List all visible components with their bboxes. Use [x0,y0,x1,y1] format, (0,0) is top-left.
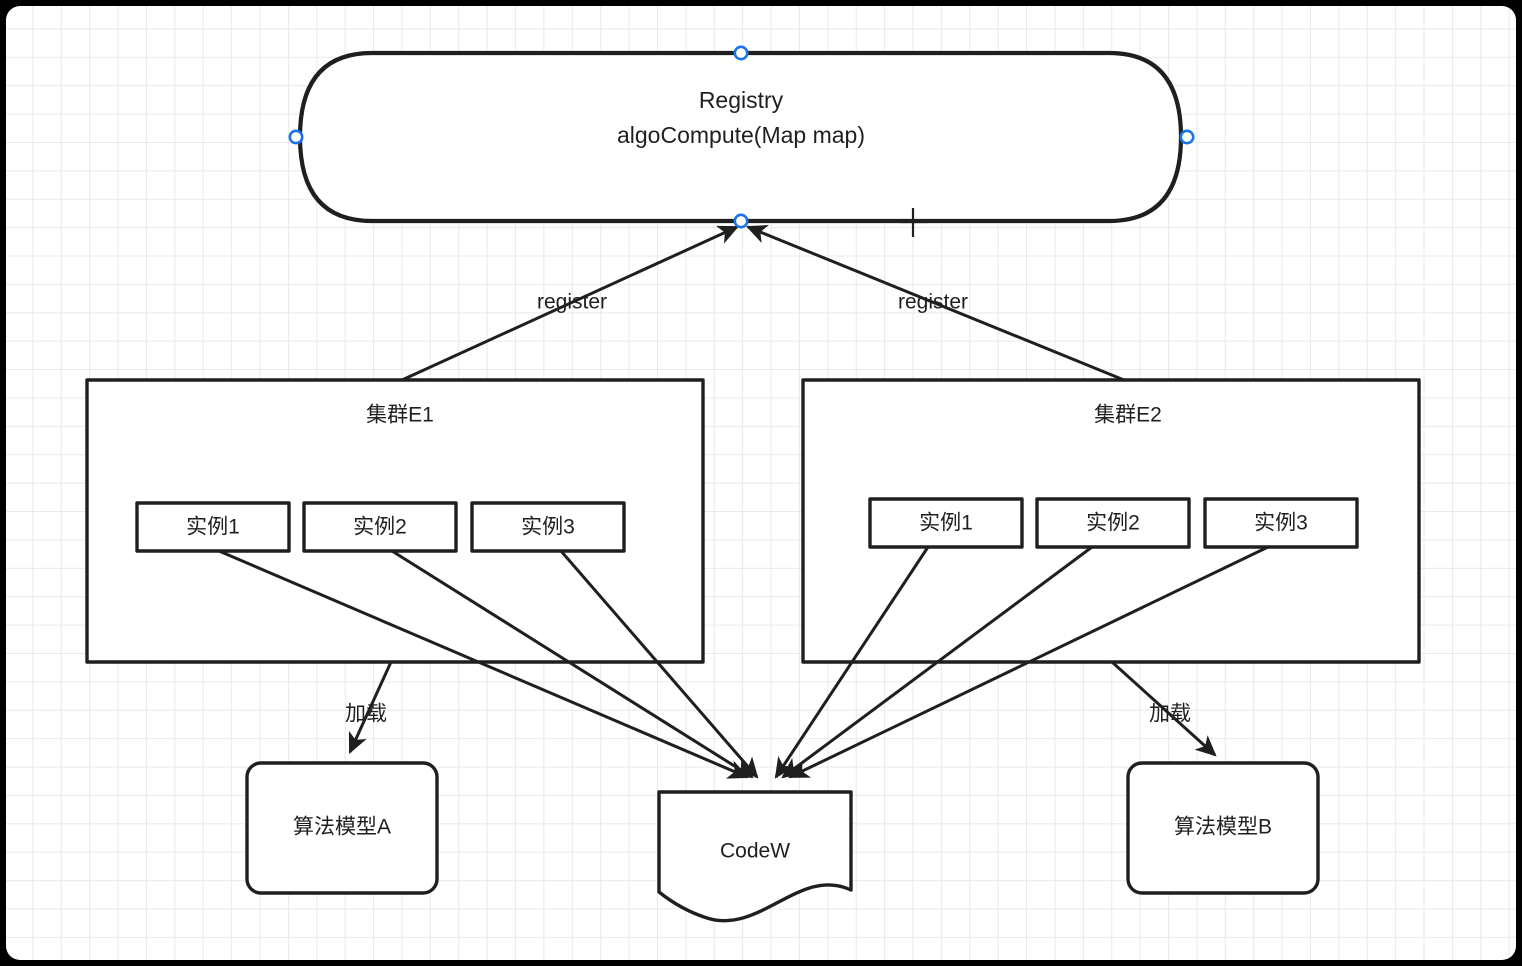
edge-e2-instance-1-to-codew[interactable] [774,546,930,779]
cluster-e2-instance-2-label: 实例2 [1086,512,1140,535]
model-a-label: 算法模型A [293,816,391,839]
node-cluster-e1-instance-2[interactable]: 实例2 [302,501,458,553]
node-cluster-e2-instance-3[interactable]: 实例3 [1203,497,1359,549]
node-cluster-e1-instance-1[interactable]: 实例1 [135,501,291,553]
edge-e2-register[interactable] [745,225,1125,382]
node-codew[interactable]: CodeW [657,790,853,923]
edge-e1-instance-3-to-codew[interactable] [559,550,759,779]
registry-title: Registry [699,87,784,113]
cluster-e1-instance-1-label: 实例1 [186,516,240,539]
edge-e1-load[interactable]: 加载 [345,661,393,754]
cluster-e2-label: 集群E2 [1094,404,1162,427]
cluster-e1-instance-2-label: 实例2 [353,516,407,539]
edge-e1-instance-1-to-codew[interactable] [218,549,749,779]
edge-e1-instance-2-to-codew[interactable] [391,549,754,779]
edge-e2-load[interactable]: 加载 [1110,660,1217,757]
edge-e1-register[interactable] [401,225,739,382]
registry-handle-top-icon[interactable] [733,45,749,61]
edge-e2-instance-3-to-codew[interactable] [788,545,1269,779]
edge-e2-instance-2-to-codew[interactable] [781,545,1093,779]
codew-label: CodeW [720,840,790,863]
registry-signature: algoCompute(Map map) [617,122,865,148]
node-cluster-e1-instance-3[interactable]: 实例3 [470,501,626,553]
cluster-e1-instance-3-label: 实例3 [521,516,575,539]
cluster-e2-instance-1-label: 实例1 [919,512,973,535]
node-model-a[interactable]: 算法模型A [245,761,439,895]
crosshair-cursor-icon [899,208,928,237]
registry-handle-right-icon[interactable] [1179,129,1195,145]
edge-label-e2-register: register [898,291,968,314]
registry-handle-bottom-icon[interactable] [733,213,749,229]
node-cluster-e2-instance-1[interactable]: 实例1 [868,497,1024,549]
model-b-label: 算法模型B [1174,816,1272,839]
node-model-b[interactable]: 算法模型B [1126,761,1320,895]
registry-handle-left-icon[interactable] [288,129,304,145]
node-registry[interactable]: Registry algoCompute(Map map) [297,50,1184,224]
node-cluster-e2-instance-2[interactable]: 实例2 [1035,497,1191,549]
edge-label-e1-load: 加载 [345,703,387,726]
edge-label-e1-register: register [537,291,607,314]
edge-label-e2-load: 加载 [1149,703,1191,726]
cluster-e2-instance-3-label: 实例3 [1254,512,1308,535]
cluster-e1-label: 集群E1 [366,404,434,427]
